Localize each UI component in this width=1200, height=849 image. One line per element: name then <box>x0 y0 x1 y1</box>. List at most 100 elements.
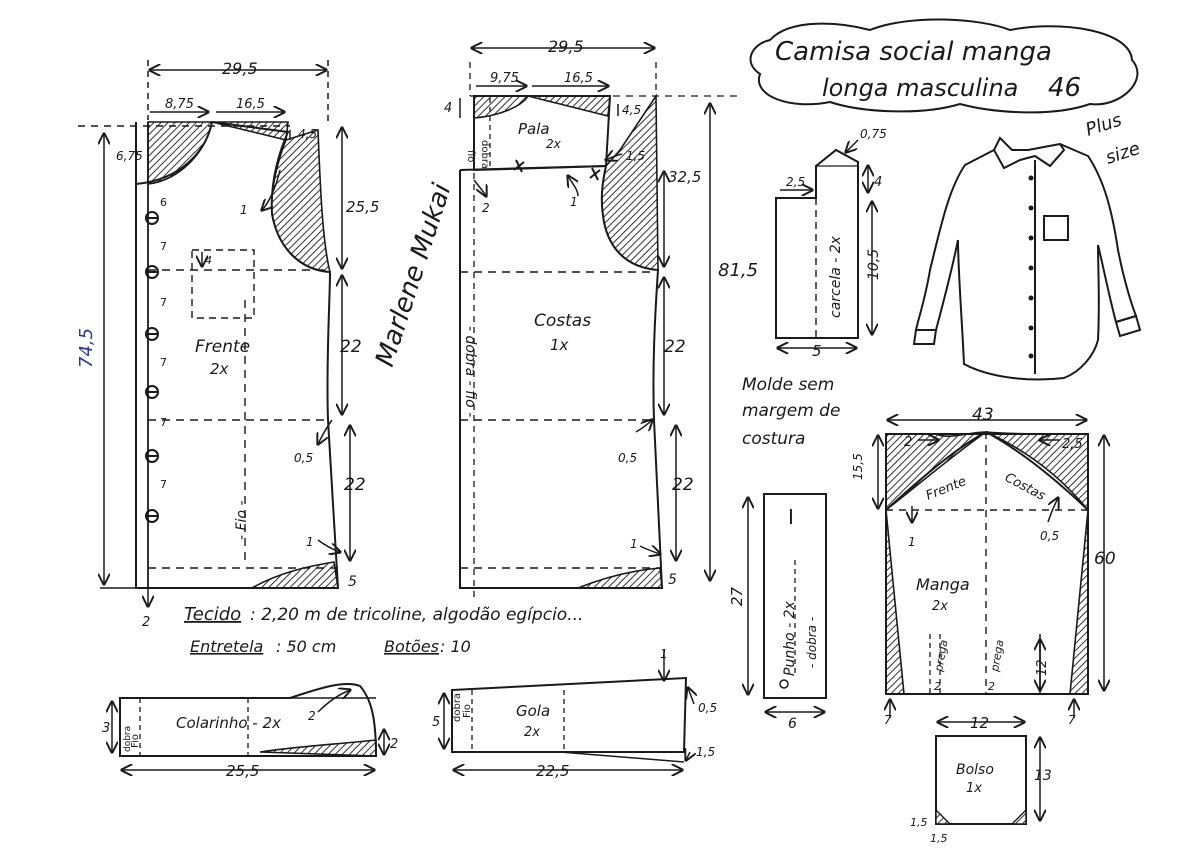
svg-text:3: 3 <box>102 721 110 736</box>
svg-text:7: 7 <box>1068 713 1076 727</box>
svg-text:10,5: 10,5 <box>866 249 882 280</box>
svg-text:29,5: 29,5 <box>548 37 584 56</box>
gola-outline <box>451 676 688 753</box>
frente-neck-hatch <box>147 121 213 185</box>
frente-piece: Frente 2x - Fio - <box>135 120 340 589</box>
pala-fold-a: dobra <box>479 140 490 169</box>
btn-space-3: 7 <box>160 296 167 309</box>
gola-name: Gola <box>516 702 550 720</box>
svg-text:13: 13 <box>1034 768 1052 784</box>
svg-text:22: 22 <box>664 337 686 357</box>
colarinho-outline <box>119 682 378 757</box>
svg-text:1,5: 1,5 <box>626 149 645 163</box>
punho-dimensions <box>748 498 824 712</box>
colarinho-fold-b: Fio <box>130 734 141 748</box>
punho-roman: I <box>788 505 794 529</box>
svg-text:0,5: 0,5 <box>618 451 637 465</box>
bolso-name: Bolso <box>956 762 994 778</box>
svg-text:Molde sem: Molde sem <box>742 375 834 395</box>
bolso-dimensions <box>938 722 1040 820</box>
svg-text:0,5: 0,5 <box>294 451 313 465</box>
svg-text:1,5: 1,5 <box>910 816 928 829</box>
btn-space-1: 6 <box>160 196 167 209</box>
svg-text:74,5: 74,5 <box>76 328 97 368</box>
signature: Marlene Mukai <box>370 179 458 370</box>
buttons-text: : 10 <box>440 637 471 656</box>
manga-dimensions <box>878 420 1104 718</box>
svg-text:1: 1 <box>630 537 638 551</box>
svg-text:2: 2 <box>390 737 398 752</box>
punho-name: Punho - 2x <box>782 601 798 676</box>
manga-frente: Frente <box>924 474 969 504</box>
frente-hem-hatch <box>248 561 339 589</box>
svg-text:margem de: margem de <box>742 401 840 421</box>
svg-text:4: 4 <box>444 101 452 116</box>
btn-space-6: 7 <box>160 478 167 491</box>
pala-name: Pala <box>518 120 550 138</box>
svg-text:22: 22 <box>344 475 366 495</box>
manga-piece: Manga 2x Frente Costas prega prega <box>885 430 1089 695</box>
punho-fold: - dobra - <box>805 617 819 668</box>
manga-prega-right: prega <box>988 638 1007 673</box>
title-line1: Camisa social manga <box>775 37 1052 67</box>
svg-text:16,5: 16,5 <box>236 97 265 112</box>
buttons-label: Botões <box>384 637 439 656</box>
costas-name: Costas <box>534 311 591 331</box>
fabric-text: : 2,20 m de tricoline, algodão egípcio..… <box>250 605 583 625</box>
svg-text:2: 2 <box>308 709 316 723</box>
svg-text:1,5: 1,5 <box>696 745 715 759</box>
pala-costas-dim-labels: 29,5 9,75 16,5 4 4,5 1,5 2 1 32,5 81,5 2… <box>444 37 758 588</box>
bolso-dim-labels: 12 13 1,5 1,5 <box>910 714 1052 845</box>
colarinho-hatch <box>259 739 377 757</box>
costas-piece: Costas 1x - dobra - fio - <box>459 62 740 600</box>
frente-name: Frente <box>195 337 250 357</box>
svg-text:0,5: 0,5 <box>698 701 717 715</box>
btn-space-4: 7 <box>160 356 167 369</box>
svg-text:25,5: 25,5 <box>346 198 379 216</box>
manga-costas: Costas <box>1002 470 1048 504</box>
svg-text:4: 4 <box>874 175 882 190</box>
costas-outline <box>459 165 664 589</box>
svg-text:27: 27 <box>728 586 746 606</box>
svg-text:2: 2 <box>904 435 912 450</box>
colarinho-dim-labels: 25,5 3 2 2 <box>102 709 398 780</box>
title-line2: longa masculina <box>822 74 1018 102</box>
svg-text:32,5: 32,5 <box>668 168 701 186</box>
svg-text:60: 60 <box>1094 549 1116 569</box>
svg-text:2: 2 <box>988 680 995 693</box>
svg-text:1: 1 <box>908 535 916 549</box>
manga-side-hatch-left <box>885 509 905 695</box>
svg-text:7: 7 <box>884 713 892 727</box>
gola-dimensions <box>444 650 694 770</box>
svg-text:2: 2 <box>482 201 490 215</box>
costas-armhole-hatch <box>601 93 659 271</box>
manga-name: Manga <box>916 575 970 594</box>
gola-dim-labels: 22,5 5 1 0,5 1,5 <box>432 647 717 780</box>
pala-qty: 2x <box>546 137 562 151</box>
pala-fold-b: fio <box>465 150 476 162</box>
gola-fold-a: dobra <box>452 693 463 722</box>
frente-dimensions <box>78 60 350 606</box>
svg-text:4,5: 4,5 <box>298 127 317 141</box>
colarinho-piece: Colarinho - 2x dobra Fio <box>119 682 378 757</box>
costas-fold: - dobra - fio - <box>462 326 478 417</box>
svg-text:29,5: 29,5 <box>222 59 258 78</box>
btn-space-2: 7 <box>160 240 167 253</box>
carcela-name: carcela - 2x <box>828 235 844 318</box>
pala-costas-dimensions <box>459 48 710 580</box>
title-cloud <box>749 18 1139 114</box>
carcela-piece: carcela - 2x <box>775 148 859 339</box>
svg-text:5: 5 <box>812 342 822 360</box>
interfacing-label: Entretela <box>190 637 263 656</box>
manga-dim-labels: 43 15,5 60 2 2,5 1 0,5 12 2 2 7 7 <box>851 405 1116 727</box>
shirt-illustration <box>912 136 1142 381</box>
carcela-dimensions <box>778 139 872 348</box>
svg-text:2,5: 2,5 <box>1062 437 1083 452</box>
svg-text:16,5: 16,5 <box>564 71 593 86</box>
svg-text:5: 5 <box>668 572 677 588</box>
svg-text:12: 12 <box>1035 659 1050 676</box>
svg-text:1: 1 <box>660 647 668 661</box>
manga-side-hatch-right <box>1069 509 1089 695</box>
svg-text:4,5: 4,5 <box>622 103 641 117</box>
btn-space-5: 7 <box>160 416 167 429</box>
